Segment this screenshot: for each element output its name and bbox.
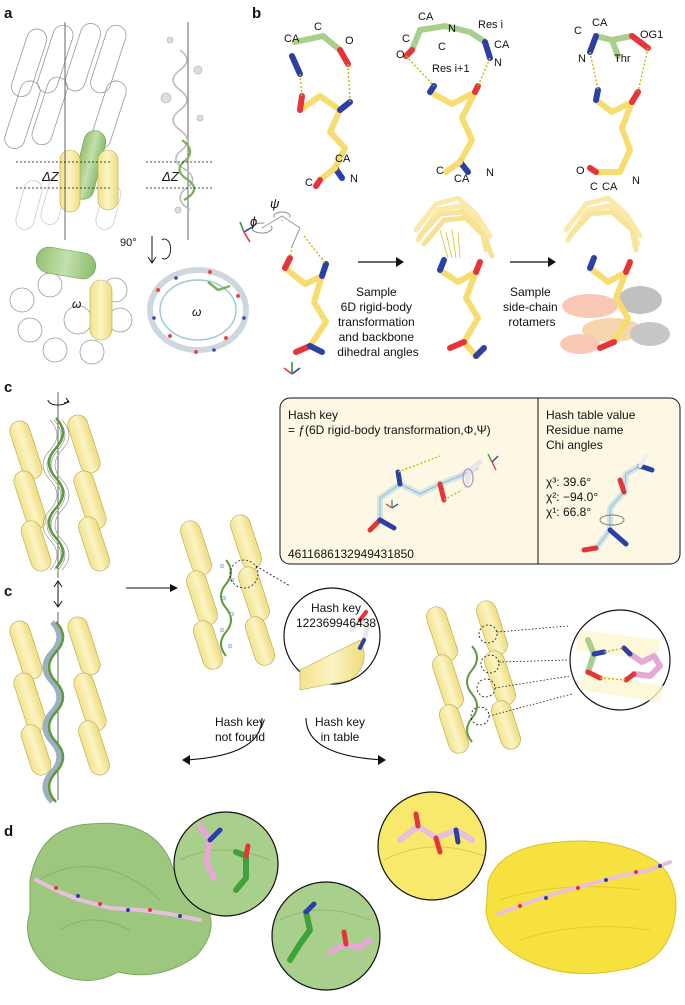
atom-og1: OG1 bbox=[640, 29, 663, 41]
panel-label-c-lower: c bbox=[4, 583, 12, 600]
arrow-hash-not-found: Hash key not found bbox=[182, 715, 265, 765]
arrow-to-middle-head bbox=[170, 584, 178, 592]
panel-b-structure-2: CA N C Res i O Res i+1 C CA N C CA N bbox=[396, 11, 510, 185]
atom-ca: CA bbox=[284, 33, 300, 45]
panel-a-topview-right: ω bbox=[147, 267, 249, 354]
arrow-sample-rotamers: Sample side-chain rotamers bbox=[503, 257, 561, 329]
not-found-line2: not found bbox=[215, 730, 265, 744]
panel-b-structure-1: CA C O C CA N bbox=[284, 21, 358, 189]
panel-label-c: c bbox=[4, 379, 12, 396]
hash-value-structure bbox=[581, 454, 655, 553]
atom-ca-bottom: CA bbox=[335, 153, 351, 165]
hash-value-chi: Chi angles bbox=[546, 438, 603, 452]
panel-b-structure-3: C CA OG1 N Thr O C CA N bbox=[574, 17, 663, 193]
panel-a-cartoon-left: ΔZ bbox=[4, 22, 127, 240]
zoom-circle-hash-key: Hash key 122369946438 bbox=[283, 587, 381, 691]
hash-key-structure bbox=[367, 453, 499, 533]
panel-d-yellow-surface bbox=[485, 840, 677, 975]
panel-c-right-bundle bbox=[426, 600, 573, 754]
atom-c-bottom: C bbox=[305, 177, 313, 189]
zoom-circle-interaction bbox=[569, 609, 671, 711]
atom-o: O bbox=[345, 35, 354, 47]
label-thr: Thr bbox=[614, 53, 631, 65]
zoom-circle-green-2 bbox=[271, 881, 381, 991]
not-found-line1: Hash key bbox=[215, 715, 265, 729]
atom-n-right: N bbox=[494, 57, 502, 69]
rotation-arrow: 90° bbox=[120, 236, 172, 264]
hash-value-title: Hash table value bbox=[546, 408, 636, 422]
phi-label: ϕ bbox=[250, 214, 257, 229]
hash-key-title: Hash key bbox=[288, 408, 338, 422]
atom-n: N bbox=[578, 53, 586, 65]
atom-o: O bbox=[576, 165, 585, 177]
arrow-sample-rigid-body: Sample 6D rigid-body transformation and … bbox=[337, 257, 419, 359]
atom-ca-bottom: CA bbox=[454, 173, 470, 185]
panel-c-helical-bundle-bottom bbox=[9, 612, 110, 804]
atom-n: N bbox=[448, 23, 456, 35]
arrow-hash-in-table: Hash key in table bbox=[305, 715, 386, 765]
label-res-i: Res i bbox=[478, 19, 503, 31]
delta-z-label-left: ΔZ bbox=[41, 169, 60, 184]
atom-o: O bbox=[396, 49, 405, 61]
zoom-circle-green-1 bbox=[173, 811, 279, 917]
panel-label-d: d bbox=[4, 823, 13, 840]
in-table-line2: in table bbox=[321, 730, 360, 744]
atom-ca-bottom: CA bbox=[602, 181, 618, 193]
atom-n-bottom: N bbox=[632, 175, 640, 187]
atom-ca-right: CA bbox=[494, 39, 510, 51]
hash-box: Hash key = ƒ(6D rigid-body transformatio… bbox=[279, 397, 681, 565]
panel-a-backbone-right: ΔZ bbox=[146, 22, 212, 240]
rotation-label: 90° bbox=[120, 237, 137, 249]
delta-z-label-right: ΔZ bbox=[161, 169, 180, 184]
atom-c: C bbox=[438, 41, 446, 53]
atom-c-bottom: C bbox=[590, 181, 598, 193]
in-table-line1: Hash key bbox=[315, 715, 365, 729]
atom-c-left: C bbox=[402, 33, 410, 45]
chi3-value: χ³: 39.6° bbox=[546, 475, 591, 489]
hash-key-value: 4611686132949431850 bbox=[288, 547, 414, 561]
label-res-i1: Res i+1 bbox=[432, 63, 470, 75]
omega-label-right: ω bbox=[192, 305, 201, 319]
atom-n-bottom: N bbox=[486, 167, 494, 179]
panel-label-b: b bbox=[252, 5, 261, 22]
double-arrow-heads bbox=[53, 580, 63, 608]
omega-label-left: ω bbox=[72, 297, 81, 311]
atom-n-bottom: N bbox=[350, 173, 358, 185]
atom-c: C bbox=[574, 25, 582, 37]
panel-d-green-surface bbox=[27, 822, 212, 981]
chi1-value: χ¹: 66.8° bbox=[546, 505, 591, 519]
zoom-hash-key-value: 122369946438 bbox=[296, 616, 376, 630]
panel-c-helical-bundle-top bbox=[9, 392, 110, 578]
psi-label: ψ bbox=[270, 196, 280, 211]
panel-b-sampled-rotamers bbox=[560, 195, 670, 354]
hash-value-residue: Residue name bbox=[546, 423, 624, 437]
panel-b-sampled-backbones bbox=[413, 195, 495, 359]
step2-text: Sample side-chain rotamers bbox=[503, 285, 561, 329]
panel-c-middle-bundle bbox=[180, 514, 291, 670]
atom-c: C bbox=[314, 21, 322, 33]
zoom-circle-yellow bbox=[377, 791, 487, 901]
atom-ca: CA bbox=[418, 11, 434, 23]
panel-b-input-structure: ϕ ψ bbox=[239, 196, 329, 375]
step1-text: Sample 6D rigid-body transformation and … bbox=[337, 285, 418, 359]
hash-key-formula: = ƒ(6D rigid-body transformation,Φ,Ψ) bbox=[288, 423, 491, 437]
panel-a-topview-left: ω bbox=[9, 246, 133, 365]
atom-c-bottom: C bbox=[436, 165, 444, 177]
zoom-hash-key-label: Hash key bbox=[311, 601, 361, 615]
atom-ca: CA bbox=[592, 17, 608, 29]
panel-label-a: a bbox=[4, 5, 13, 22]
chi2-value: χ²: −94.0° bbox=[546, 490, 598, 504]
